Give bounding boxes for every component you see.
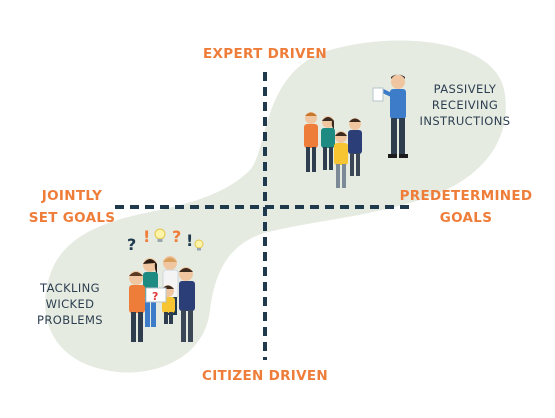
thought-symbols: ? ! ? !	[127, 227, 204, 254]
exclamation-symbol-1: !	[143, 227, 150, 246]
note-bottom-left-line3: PROBLEMS	[37, 313, 103, 327]
lightbulb-icon	[154, 228, 166, 242]
note-top-right-line3: INSTRUCTIONS	[420, 114, 511, 128]
axis-label-right-line1: PREDETERMINED	[400, 188, 533, 204]
instructor-paper	[372, 87, 384, 102]
axis-label-left-line2: SET GOALS	[29, 210, 116, 226]
note-top-right-line2: RECEIVING	[432, 98, 498, 112]
question-mark-symbol-1: ?	[127, 235, 136, 254]
axis-label-bottom: CITIZEN DRIVEN	[202, 368, 328, 384]
axis-label-right-line2: GOALS	[440, 210, 492, 226]
note-top-right-line1: PASSIVELY	[434, 82, 497, 96]
axis-label-left-line1: JOINTLY	[41, 188, 102, 204]
lightbulb-icon	[194, 239, 204, 251]
instructor-figure	[372, 74, 408, 158]
note-bottom-left-line2: WICKED	[46, 297, 95, 311]
note-bottom-left-line1: TACKLING	[39, 281, 100, 295]
axis-label-top: EXPERT DRIVEN	[203, 46, 327, 62]
paper-question-mark: ?	[152, 290, 158, 303]
shared-paper	[145, 287, 167, 303]
collaborating-group: ?	[129, 256, 195, 342]
listener-group	[304, 112, 362, 188]
question-mark-symbol-2: ?	[172, 227, 181, 246]
exclamation-symbol-2: !	[186, 231, 193, 250]
